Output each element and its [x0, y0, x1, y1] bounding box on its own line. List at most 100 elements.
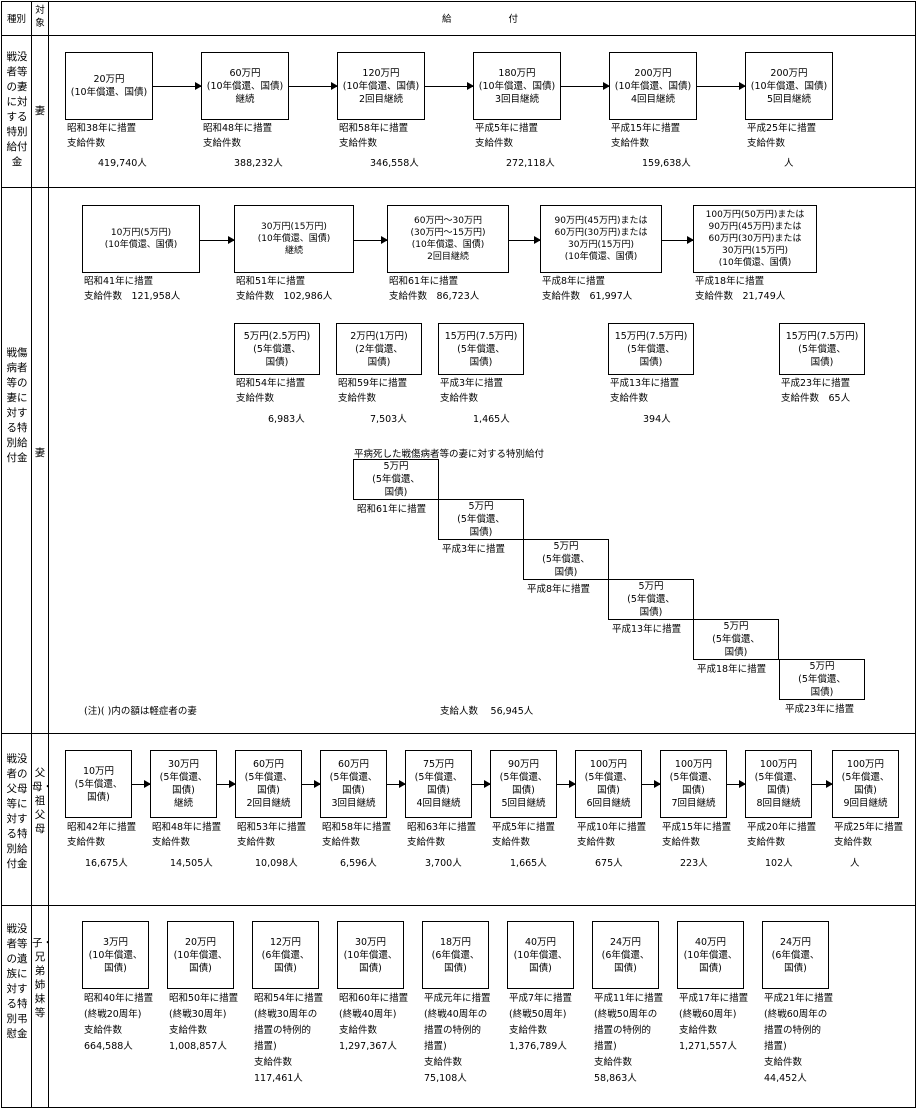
- flow-arrow: [354, 236, 388, 244]
- benefit-box: 200万円 (10年償還、国債) 5回目継続: [745, 52, 833, 120]
- recipient-count: 7,503人: [370, 414, 407, 425]
- benefit-box: 5万円 (5年償還、 国債): [779, 659, 865, 700]
- measure-note: 平成8年に措置: [527, 584, 591, 595]
- benefit-box: 5万円 (5年償還、 国債): [523, 539, 609, 580]
- benefit-box: 180万円 (10年償還、国債) 3回目継続: [473, 52, 561, 120]
- table-bottom-border: [1, 1107, 916, 1108]
- recipient-count: 人: [850, 858, 860, 869]
- measure-note: 昭和58年に措置 支給件数: [339, 123, 409, 149]
- measure-note: 平成21年に措置 (終戦60周年の 措置の特例的 措置) 支給件数 44,452…: [764, 993, 834, 1084]
- benefit-box: 15万円(7.5万円) (5年償還、 国債): [779, 323, 865, 375]
- recipient-count: 10,098人: [255, 858, 298, 869]
- measure-note: 昭和58年に措置 支給件数: [322, 822, 392, 848]
- measure-note: 昭和41年に措置 支給件数 121,958人: [84, 276, 181, 302]
- measure-note: 平成13年に措置 支給件数: [610, 378, 680, 404]
- measure-note: 平成23年に措置: [785, 704, 855, 715]
- recipient-count: 人: [784, 158, 794, 169]
- benefit-box: 10万円 (5年償還、 国債): [65, 750, 132, 818]
- flow-arrow: [472, 780, 491, 788]
- measure-note: 昭和48年に措置 支給件数: [203, 123, 273, 149]
- recipient-count: 6,596人: [340, 858, 377, 869]
- benefit-box: 5万円 (5年償還、 国債): [608, 579, 694, 620]
- header-benefit: 給 付: [441, 14, 518, 25]
- benefit-box: 75万円 (5年償還、 国債) 4回目継続: [405, 750, 472, 818]
- flow-arrow: [509, 236, 541, 244]
- recipient-count: 14,505人: [170, 858, 213, 869]
- table-top-border: [1, 1, 916, 2]
- header-type: 種別: [6, 14, 26, 25]
- benefit-box: 40万円 (10年償還、 国債): [507, 921, 574, 989]
- measure-note: 平成17年に措置 (終戦60周年) 支給件数 1,271,557人: [679, 993, 749, 1052]
- recipient-count: 419,740人: [98, 158, 147, 169]
- recipient-count: 159,638人: [642, 158, 691, 169]
- total-recipients: 支給人数 56,945人: [440, 706, 534, 717]
- measure-note: 平成5年に措置 支給件数: [475, 123, 539, 149]
- header-target: 対象: [35, 5, 45, 29]
- header-divider: [1, 35, 916, 36]
- flow-arrow: [557, 780, 576, 788]
- flow-arrow: [289, 82, 338, 90]
- sub-title: 平病死した戦傷病者等の妻に対する特別給付: [354, 449, 545, 460]
- measure-note: 平成7年に措置 (終戦50周年) 支給件数 1,376,789人: [509, 993, 573, 1052]
- measure-note: 昭和42年に措置 支給件数: [67, 822, 137, 848]
- table-right-border: [915, 1, 916, 1108]
- measure-note: 昭和51年に措置 支給件数 102,986人: [236, 276, 333, 302]
- measure-note: 昭和61年に措置: [357, 504, 427, 515]
- benefit-box: 5万円 (5年償還、 国債): [353, 459, 439, 500]
- benefit-box: 60万円 (5年償還、 国債) 3回目継続: [320, 750, 387, 818]
- section3-category: 戦没者の父母等に対する特別給付金: [6, 753, 28, 870]
- benefit-box: 20万円 (10年償還、国債): [65, 52, 153, 120]
- benefit-box: 30万円(15万円) (10年償還、国債) 継続: [234, 205, 354, 273]
- benefit-box: 10万円(5万円) (10年償還、国債): [82, 205, 200, 273]
- benefit-box: 15万円(7.5万円) (5年償還、 国債): [438, 323, 524, 375]
- recipient-count: 3,700人: [425, 858, 462, 869]
- measure-note: 平成5年に措置 支給件数: [492, 822, 556, 848]
- measure-note: 平成18年に措置: [697, 664, 767, 675]
- measure-note: 昭和50年に措置 (終戦30周年) 支給件数 1,008,857人: [169, 993, 239, 1052]
- measure-note: 昭和38年に措置 支給件数: [67, 123, 137, 149]
- flow-arrow: [302, 780, 321, 788]
- measure-note: 昭和63年に措置 支給件数: [407, 822, 477, 848]
- benefit-box: 200万円 (10年償還、国債) 4回目継続: [609, 52, 697, 120]
- recipient-count: 346,558人: [370, 158, 419, 169]
- measure-note: 平成23年に措置 支給件数 65人: [781, 378, 851, 404]
- benefit-box: 24万円 (6年償還、 国債): [592, 921, 659, 989]
- flow-arrow: [132, 780, 151, 788]
- benefit-box: 100万円 (5年償還、 国債) 6回目継続: [575, 750, 642, 818]
- flow-arrow: [387, 780, 406, 788]
- measure-note: 昭和60年に措置 (終戦40周年) 支給件数 1,297,367人: [339, 993, 409, 1052]
- measure-note: 平成13年に措置: [612, 624, 682, 635]
- flow-arrow: [217, 780, 236, 788]
- col1-divider: [31, 1, 32, 1108]
- measure-note: 平成20年に措置 支給件数: [747, 822, 817, 848]
- section2-target: 妻: [34, 447, 46, 459]
- measure-note: 平成15年に措置 支給件数: [611, 123, 681, 149]
- measure-note: 昭和61年に措置 支給件数 86,723人: [389, 276, 480, 302]
- flow-arrow: [697, 82, 746, 90]
- benefit-box: 60万円 (5年償還、 国債) 2回目継続: [235, 750, 302, 818]
- recipient-count: 6,983人: [268, 414, 305, 425]
- measure-note: 平成25年に措置 支給件数: [834, 822, 904, 848]
- benefit-box: 5万円 (5年償還、 国債): [693, 619, 779, 660]
- section1-target: 妻: [34, 105, 46, 117]
- benefit-box: 30万円 (5年償還、 国債) 継続: [150, 750, 217, 818]
- row1-divider: [1, 187, 916, 188]
- recipient-count: 102人: [765, 858, 793, 869]
- col2-divider: [48, 1, 49, 1108]
- flow-arrow: [561, 82, 610, 90]
- measure-note: 平成11年に措置 (終戦50周年の 措置の特例的 措置) 支給件数 58,863…: [594, 993, 664, 1084]
- benefit-box: 60万円～30万円 (30万円～15万円) (10年償還、国債) 2回目継続: [387, 205, 509, 273]
- table-left-border: [1, 1, 2, 1108]
- benefit-box: 120万円 (10年償還、国債) 2回目継続: [337, 52, 425, 120]
- section2-category: 戦傷病者等の妻に対する特別給付金: [6, 347, 28, 464]
- benefit-box: 5万円(2.5万円) (5年償還、 国債): [234, 323, 320, 375]
- benefit-box: 100万円(50万円)または 90万円(45万円)または 60万円(30万円)ま…: [693, 205, 817, 273]
- recipient-count: 394人: [643, 414, 671, 425]
- measure-note: 昭和54年に措置 (終戦30周年の 措置の特例的 措置) 支給件数 117,46…: [254, 993, 324, 1084]
- section4-category: 戦没者等の遺族に対する特別弔慰金: [6, 923, 28, 1040]
- measure-note: 昭和53年に措置 支給件数: [237, 822, 307, 848]
- measure-note: 昭和59年に措置 支給件数: [338, 378, 408, 404]
- measure-note: 平成10年に措置 支給件数: [577, 822, 647, 848]
- recipient-count: 1,465人: [473, 414, 510, 425]
- row2-divider: [1, 733, 916, 734]
